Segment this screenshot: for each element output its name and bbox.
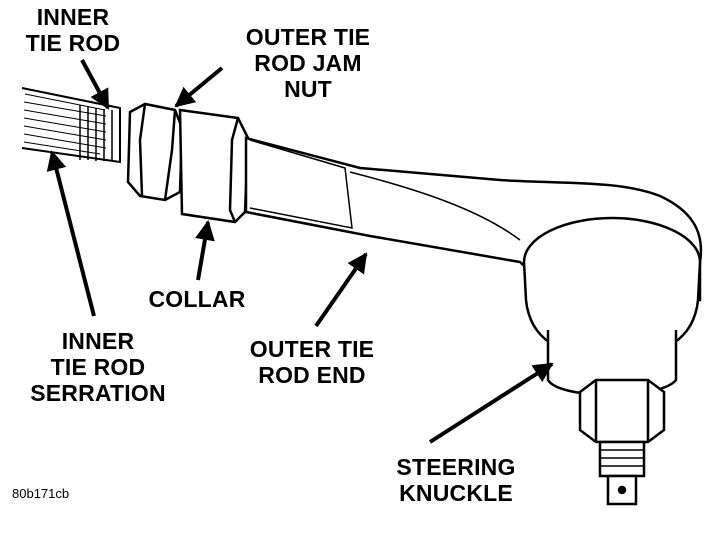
label-inner-tie-rod: INNER TIE ROD: [25, 4, 121, 56]
leader-arrows: [46, 59, 554, 444]
castle-nut-stud: [578, 378, 666, 506]
jam-nut: [126, 102, 184, 202]
label-outer-tie-rod-jam-nut: OUTER TIE ROD JAM NUT: [245, 24, 371, 102]
label-collar: COLLAR: [148, 286, 246, 312]
label-outer-tie-rod-end: OUTER TIE ROD END: [249, 336, 375, 388]
collar-part: [178, 108, 250, 224]
outer-tie-rod-end-body: [244, 136, 703, 397]
label-inner-tie-rod-serration: INNER TIE ROD SERRATION: [30, 328, 166, 406]
inner-tie-rod-shaft: [21, 87, 121, 164]
label-steering-knuckle: STEERING KNUCKLE: [396, 454, 516, 506]
figure-id: 80b171cb: [12, 486, 70, 501]
